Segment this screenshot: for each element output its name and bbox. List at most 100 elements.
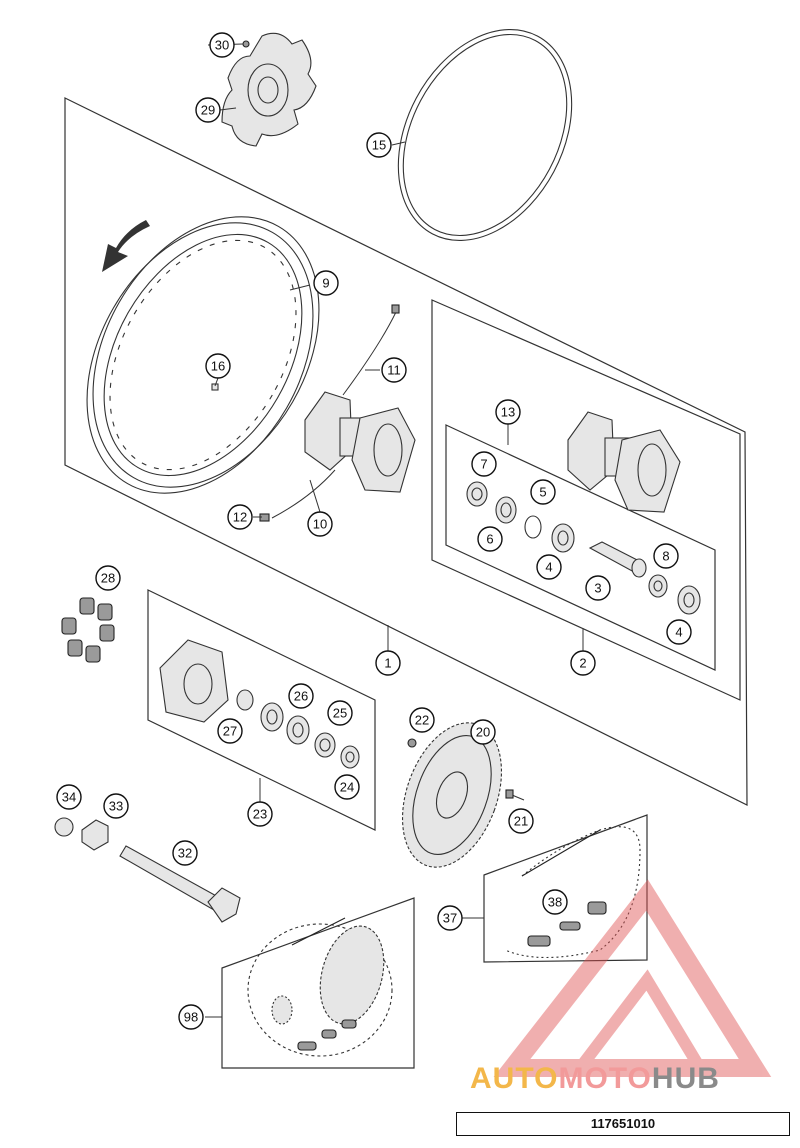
callout-15: 15 — [366, 132, 392, 158]
carrier-bearing — [260, 702, 310, 745]
svg-text:38: 38 — [548, 895, 562, 910]
spacer-ring — [648, 574, 668, 598]
chain-adjuster — [81, 819, 109, 851]
svg-text:3: 3 — [594, 581, 601, 596]
group-frame-hub-inner — [445, 424, 716, 671]
callout-34: 34 — [56, 784, 82, 810]
callout-28: 28 — [95, 565, 121, 591]
svg-text:12: 12 — [233, 510, 247, 525]
svg-text:4: 4 — [545, 560, 552, 575]
callout-2: 2 — [570, 650, 596, 676]
carrier-seal — [314, 732, 336, 758]
callout-26: 26 — [288, 683, 314, 709]
callout-23: 23 — [247, 801, 273, 827]
callout-33: 33 — [103, 793, 129, 819]
bearing-center — [551, 523, 575, 553]
svg-text:98: 98 — [184, 1010, 198, 1025]
svg-text:22: 22 — [415, 713, 429, 728]
callout-98: 98 — [178, 1004, 204, 1030]
group-frame-chain-kit — [221, 897, 415, 1069]
carrier-bushing — [236, 689, 254, 711]
chain-kit — [247, 917, 393, 1057]
group-frame-hub — [431, 299, 741, 701]
rotation-direction-arrow — [102, 220, 150, 272]
wheel-axle — [119, 845, 241, 923]
callout-22: 22 — [409, 707, 435, 733]
hub-spacer-tube — [588, 541, 647, 578]
svg-text:29: 29 — [201, 103, 215, 118]
circlip — [524, 515, 542, 539]
rear-sprocket — [401, 722, 503, 868]
callout-25: 25 — [327, 700, 353, 726]
group-frame-wheel — [64, 97, 748, 806]
svg-text:37: 37 — [443, 911, 457, 926]
svg-text:16: 16 — [211, 359, 225, 374]
callout-38: 38 — [542, 889, 568, 915]
chain-master-link — [527, 901, 607, 947]
callout-29: 29 — [195, 97, 221, 123]
svg-text:2: 2 — [579, 656, 586, 671]
svg-text:8: 8 — [662, 549, 669, 564]
bearing-right — [677, 585, 701, 615]
hub-body — [567, 411, 681, 513]
bearing-left-outer — [466, 481, 488, 507]
callout-4-left: 4 — [536, 554, 562, 580]
svg-text:10: 10 — [313, 517, 327, 532]
svg-text:32: 32 — [178, 846, 192, 861]
sprocket-screw — [505, 789, 525, 801]
watermark-text: AUTOMOTOHUB — [470, 1062, 720, 1095]
callout-4-right: 4 — [666, 619, 692, 645]
callout-7: 7 — [471, 451, 497, 477]
callout-3: 3 — [585, 575, 611, 601]
rim-valve — [211, 383, 219, 391]
drawing-number: 117651010 — [456, 1112, 790, 1136]
svg-text:27: 27 — [223, 724, 237, 739]
callout-9: 9 — [313, 270, 339, 296]
callout-32: 32 — [172, 840, 198, 866]
drive-chain — [504, 826, 641, 959]
group-frame-chain — [483, 814, 648, 963]
svg-text:26: 26 — [294, 689, 308, 704]
spoke-long — [342, 304, 400, 396]
rim-tape-ring — [397, 28, 573, 242]
sprocket-carrier — [159, 639, 229, 723]
callout-13: 13 — [495, 399, 521, 425]
callout-11: 11 — [381, 357, 407, 383]
damper-rubbers — [61, 597, 115, 663]
svg-text:21: 21 — [514, 814, 528, 829]
watermark-logo — [493, 879, 772, 1077]
callout-27: 27 — [217, 718, 243, 744]
svg-text:11: 11 — [387, 363, 401, 378]
svg-text:1: 1 — [384, 656, 391, 671]
callout-24: 24 — [334, 774, 360, 800]
callout-30: 30 — [209, 32, 235, 58]
callout-5: 5 — [530, 479, 556, 505]
callout-12: 12 — [227, 504, 253, 530]
svg-text:23: 23 — [253, 807, 267, 822]
svg-text:28: 28 — [101, 571, 115, 586]
svg-text:5: 5 — [539, 485, 546, 500]
disc-screw — [242, 40, 250, 48]
svg-text:9: 9 — [322, 276, 329, 291]
svg-text:4: 4 — [675, 625, 682, 640]
axle-nut — [54, 817, 74, 837]
callout-16: 16 — [205, 353, 231, 379]
sprocket-nut — [407, 738, 417, 748]
svg-text:7: 7 — [480, 457, 487, 472]
callout-10: 10 — [307, 511, 333, 537]
carrier-spacer — [340, 745, 360, 769]
svg-text:25: 25 — [333, 706, 347, 721]
group-frame-sprocket-carrier — [147, 589, 376, 831]
callout-1: 1 — [375, 650, 401, 676]
svg-text:6: 6 — [486, 532, 493, 547]
callout-20: 20 — [470, 719, 496, 745]
svg-text:13: 13 — [501, 405, 515, 420]
leader-lines — [205, 43, 584, 1018]
brake-disc — [221, 32, 317, 147]
svg-text:33: 33 — [109, 799, 123, 814]
callout-37: 37 — [437, 905, 463, 931]
callout-21: 21 — [508, 808, 534, 834]
spoke-short — [271, 469, 336, 519]
svg-text:30: 30 — [215, 38, 229, 53]
svg-text:15: 15 — [372, 138, 386, 153]
